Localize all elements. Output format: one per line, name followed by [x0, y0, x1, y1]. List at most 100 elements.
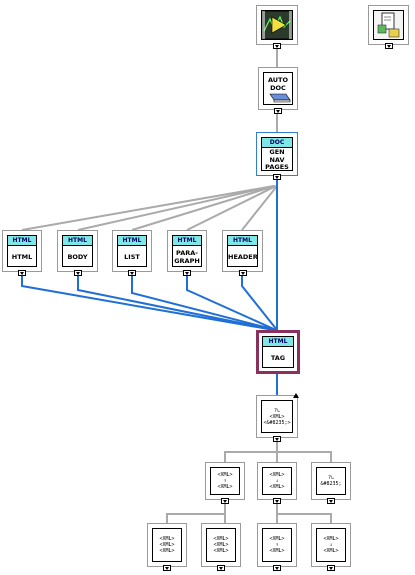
doc-gen-nav-pages-body: DOC GEN NAV PAGES [261, 137, 293, 171]
xml-node-3-line3: <XML> [159, 548, 175, 554]
entity-terminal [327, 498, 335, 504]
wire-docgen-html-body [77, 185, 275, 231]
xml-node-5-terminal [273, 565, 281, 571]
xml-node-5[interactable]: <XML> ↑ <XML> [257, 523, 297, 571]
entity-question-icon: ?↳ [327, 475, 335, 481]
html-header-header: HTML [228, 236, 257, 246]
xml-up-arrow-icon: ↑ [223, 478, 227, 484]
xml-node-5-bottom: <XML> [269, 548, 285, 554]
wire-html-header-tag [241, 272, 278, 331]
doc-gen-terminal [273, 174, 281, 180]
xml-node-1-top: <XML> [217, 472, 233, 478]
xml-node-2[interactable]: <XML> ↓ <XML> [257, 462, 297, 504]
wire-xml1-xml3 [166, 500, 226, 523]
html-body-body: HTML BODY [62, 235, 93, 267]
xml-node-3-line2: <XML> [159, 542, 175, 548]
xml-node-5-top: <XML> [269, 536, 285, 542]
xml-node-6-bottom: <XML> [323, 548, 339, 554]
autodoc-terminal [274, 108, 282, 114]
html-tag-body: HTML TAG [262, 336, 294, 368]
xml-node-3-line1: <XML> [159, 536, 175, 542]
html-paragraph-node[interactable]: HTML PARA- GRAPH [167, 230, 207, 276]
wire-html-html-tag [21, 272, 275, 331]
html-paragraph-terminal [183, 270, 191, 276]
xml-node-3[interactable]: <XML> <XML> <XML> [147, 523, 187, 571]
html-body-node[interactable]: HTML BODY [57, 230, 98, 276]
xml-doc-icon: <XML> ↓ <XML> [316, 528, 346, 562]
html-list-node[interactable]: HTML LIST [112, 230, 152, 276]
html-header-body: HTML HEADER [227, 235, 258, 267]
wire-html-list-tag [131, 272, 277, 331]
html-html-body: HTML HTML [7, 235, 37, 267]
entity-text: &#8235; [320, 481, 342, 487]
html-body-label: BODY [67, 253, 88, 261]
html-list-header: HTML [118, 236, 146, 246]
html-tag-label: TAG [270, 354, 286, 362]
wire-html-body-tag [77, 272, 276, 331]
xml-node-1-bottom: <XML> [217, 484, 233, 490]
wire-docgen-html-list [131, 185, 276, 231]
html-tag-header: HTML [263, 337, 293, 347]
vi-hierarchy-icon [373, 10, 404, 40]
xml-doc-icon: <XML> <XML> <XML> [206, 528, 236, 562]
wire-docgen-html-para [186, 185, 277, 231]
html-header-label: HEADER [228, 253, 258, 261]
entity-node[interactable]: ?↳ &#8235; [311, 462, 351, 504]
xml-doc-icon: <XML> <XML> <XML> [152, 528, 182, 562]
xml-node-2-bottom: <XML> [269, 484, 285, 490]
vi-run-node[interactable] [256, 5, 298, 49]
html-header-node[interactable]: HTML HEADER [222, 230, 263, 276]
escape-question-icon: ?↳ [273, 407, 281, 414]
xml-node-6[interactable]: <XML> ↓ <XML> [311, 523, 351, 571]
xml-node-2-top: <XML> [269, 472, 285, 478]
xml-node-6-arrow-icon: ↓ [329, 542, 333, 548]
escape-xml-terminal [273, 436, 281, 442]
escape-xml-node[interactable]: ?↳ <XML> <&#8235;> [256, 393, 299, 442]
xml-down-arrow-icon: ↓ [275, 478, 279, 484]
html-list-terminal [128, 270, 136, 276]
xml-node-4-line2: <XML> [213, 542, 229, 548]
xml-node-6-top: <XML> [323, 536, 339, 542]
doc-gen-nav-pages-label: GEN NAV PAGES [265, 148, 289, 171]
escape-xml-text: <XML> [269, 413, 285, 420]
html-html-node[interactable]: HTML HTML [2, 230, 42, 276]
up-arrow-icon [293, 393, 299, 398]
html-paragraph-body: HTML PARA- GRAPH [172, 235, 202, 267]
entity-doc-icon: ?↳ &#8235; [316, 467, 346, 495]
autodoc-body: AUTO DOC [263, 72, 293, 105]
vi-run-terminal [273, 43, 281, 49]
doc-gen-nav-pages-node[interactable]: DOC GEN NAV PAGES [256, 132, 298, 180]
xml-node-1[interactable]: <XML> ↑ <XML> [205, 462, 245, 504]
autodoc-label: AUTO DOC [267, 76, 289, 92]
wire-escape-entity [276, 442, 332, 462]
xml-doc-icon: <XML> ↑ <XML> [210, 467, 240, 495]
xml-doc-icon: <XML> ↓ <XML> [262, 467, 292, 495]
html-header-terminal [238, 270, 247, 276]
wire-escape-xml1 [224, 442, 278, 462]
xml-node-4[interactable]: <XML> <XML> <XML> [201, 523, 241, 571]
xml-node-4-line3: <XML> [213, 548, 229, 554]
vi-run-icon [261, 10, 293, 40]
html-list-body: HTML LIST [117, 235, 147, 267]
html-list-label: LIST [124, 253, 140, 261]
doc-header: DOC [262, 138, 292, 148]
wire-xml2-xml6 [276, 500, 332, 523]
xml-node-4-line1: <XML> [213, 536, 229, 542]
escape-xml-icon: ?↳ <XML> <&#8235;> [261, 400, 293, 433]
xml-node-1-terminal [221, 498, 229, 504]
html-html-terminal [18, 270, 26, 276]
vi-hierarchy-node[interactable] [368, 5, 409, 49]
html-tag-node[interactable]: HTML TAG [256, 330, 300, 374]
wire-docgen-html-header [241, 185, 278, 231]
xml-node-4-terminal [217, 565, 225, 571]
xml-doc-icon: <XML> ↑ <XML> [262, 528, 292, 562]
vi-hierarchy-terminal [384, 43, 393, 49]
book-icon [269, 93, 291, 103]
xml-node-2-terminal [273, 498, 281, 504]
wire-html-para-tag [186, 272, 277, 331]
html-body-terminal [73, 270, 82, 276]
xml-node-6-terminal [327, 565, 335, 571]
xml-node-5-arrow-icon: ↑ [275, 542, 279, 548]
html-paragraph-header: HTML [173, 236, 201, 246]
autodoc-node[interactable]: AUTO DOC [258, 67, 298, 114]
